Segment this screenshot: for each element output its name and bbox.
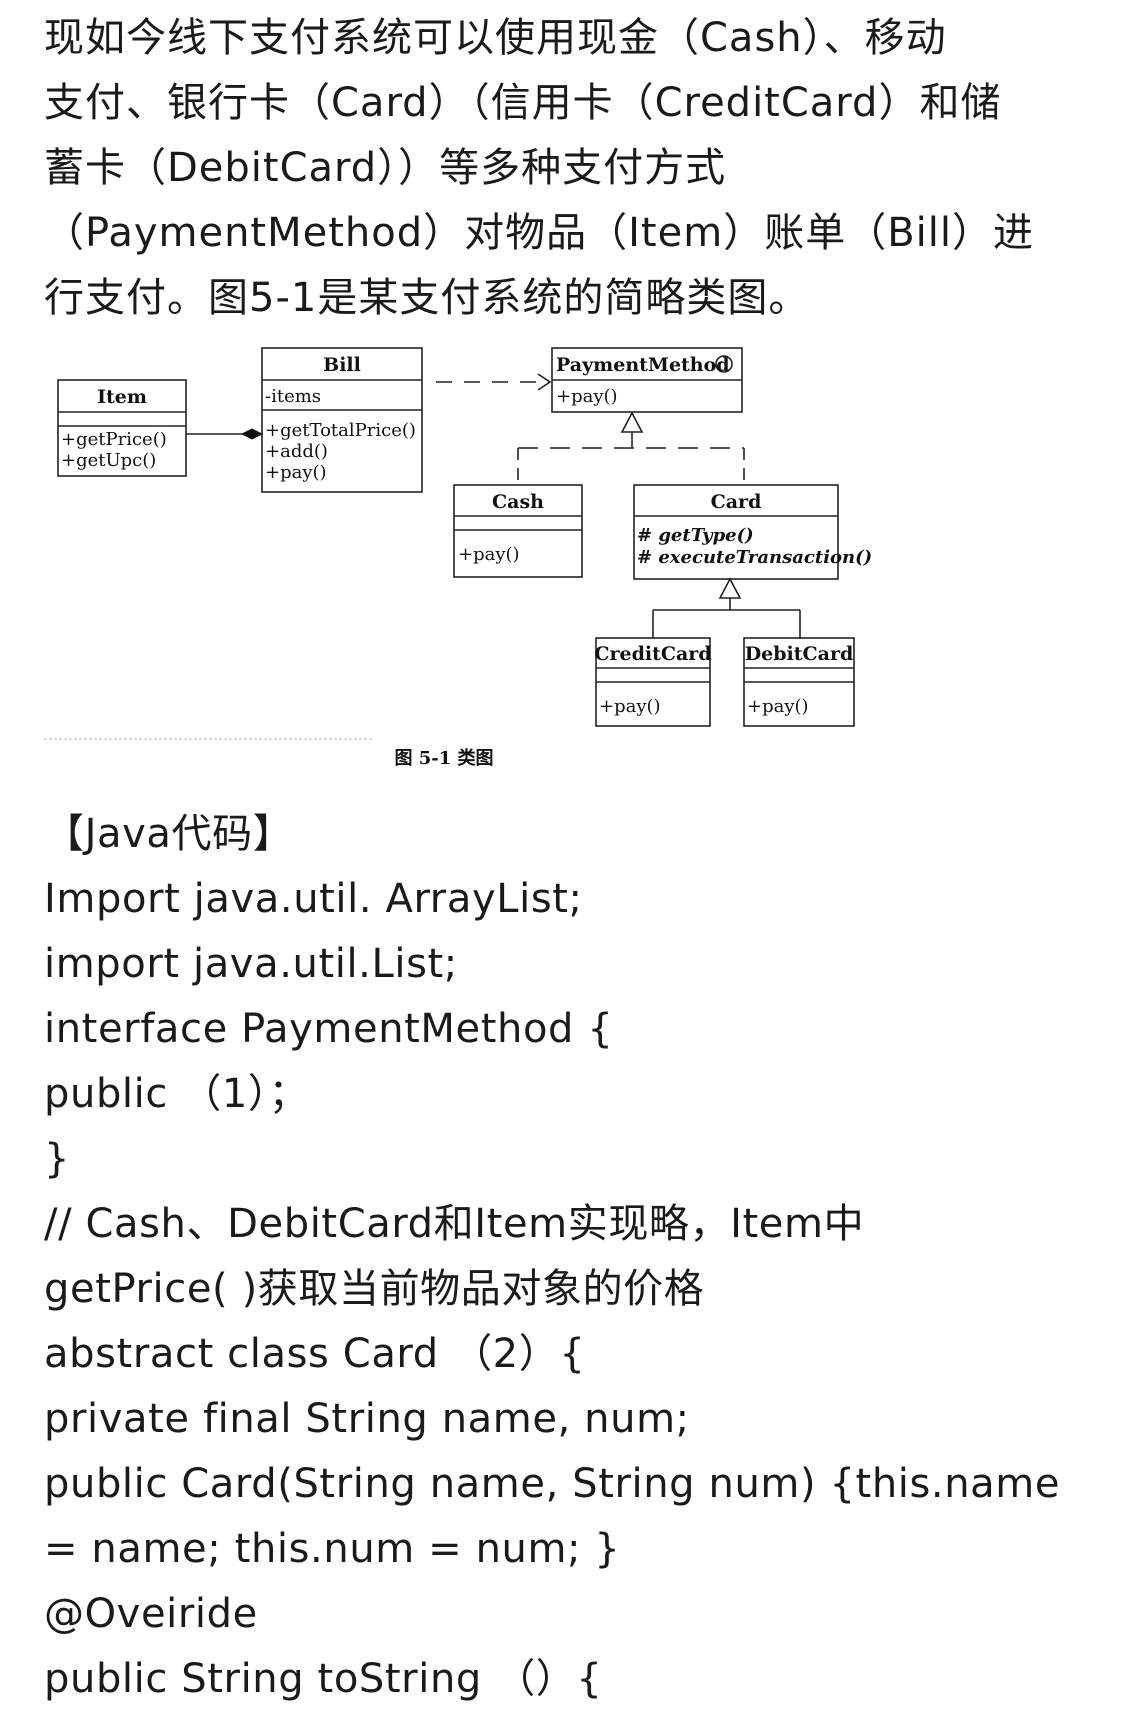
description-line: 行支付。图5-1是某支付系统的简略类图。 <box>44 275 810 321</box>
code-line: import java.util.List; <box>44 941 458 987</box>
class-name-payment-method: PaymentMethod <box>556 354 730 376</box>
class-member: # getType() <box>637 525 754 546</box>
description-line: 蓄卡（DebitCard））等多种支付方式 <box>44 145 727 191</box>
class-member: +pay() <box>458 544 520 565</box>
class-name-cash: Cash <box>492 491 544 513</box>
code-line: public Card(String name, String num) {th… <box>44 1461 1061 1507</box>
code-line: // Cash、DebitCard和Item实现略，Item中 <box>44 1201 865 1247</box>
code-line: 【Java代码】 <box>44 811 294 857</box>
class-member: +add() <box>265 441 328 462</box>
interface-circle-icon <box>715 355 733 373</box>
description-line: （PaymentMethod）对物品（Item）账单（Bill）进 <box>44 210 1034 256</box>
class-member: +pay() <box>556 386 618 407</box>
code-line: } <box>44 1136 71 1182</box>
code-line: interface PaymentMethod { <box>44 1006 614 1052</box>
code-line: private final String name, num; <box>44 1396 690 1442</box>
class-member: +getPrice() <box>61 429 167 450</box>
description-line: 支付、银行卡（Card）（信用卡（CreditCard）和储 <box>44 80 1002 126</box>
class-member: +pay() <box>747 696 809 717</box>
code-line: getPrice( )获取当前物品对象的价格 <box>44 1266 705 1312</box>
class-member: +pay() <box>265 462 327 483</box>
class-member: # executeTransaction() <box>637 547 872 568</box>
class-name-bill: Bill <box>323 354 361 376</box>
problem-description: 现如今线下支付系统可以使用现金（Cash）、移动 支付、银行卡（Card）（信用… <box>44 6 1094 331</box>
class-name-card: Card <box>711 491 762 513</box>
realization-arrowhead <box>620 411 644 433</box>
code-line: public （1）； <box>44 1071 310 1117</box>
code-line: Import java.util. ArrayList; <box>44 876 583 922</box>
class-name-credit-card: CreditCard <box>594 643 711 665</box>
class-member: +getTotalPrice() <box>265 420 416 441</box>
class-diagram-figure: Item +getPrice() +getUpc() Bill -items +… <box>44 340 944 810</box>
code-line: public String toString （）{ <box>44 1656 603 1702</box>
generalization-arrowhead <box>718 577 742 599</box>
class-diagram: Item +getPrice() +getUpc() Bill -items +… <box>44 347 872 769</box>
class-member: +pay() <box>599 696 661 717</box>
class-member: +getUpc() <box>61 450 156 471</box>
class-name-item: Item <box>97 386 147 408</box>
composition-diamond <box>240 428 264 440</box>
class-attribute: -items <box>265 386 321 407</box>
code-line: @Oveiride <box>44 1591 258 1637</box>
figure-caption: 图 5-1 类图 <box>394 747 493 769</box>
description-line: 现如今线下支付系统可以使用现金（Cash）、移动 <box>44 15 947 61</box>
java-code-block: 【Java代码】 Import java.util. ArrayList; im… <box>44 802 1104 1712</box>
class-name-debit-card: DebitCard <box>745 643 854 665</box>
code-line: abstract class Card （2）{ <box>44 1331 586 1377</box>
code-line: = name; this.num = num; } <box>44 1526 621 1572</box>
